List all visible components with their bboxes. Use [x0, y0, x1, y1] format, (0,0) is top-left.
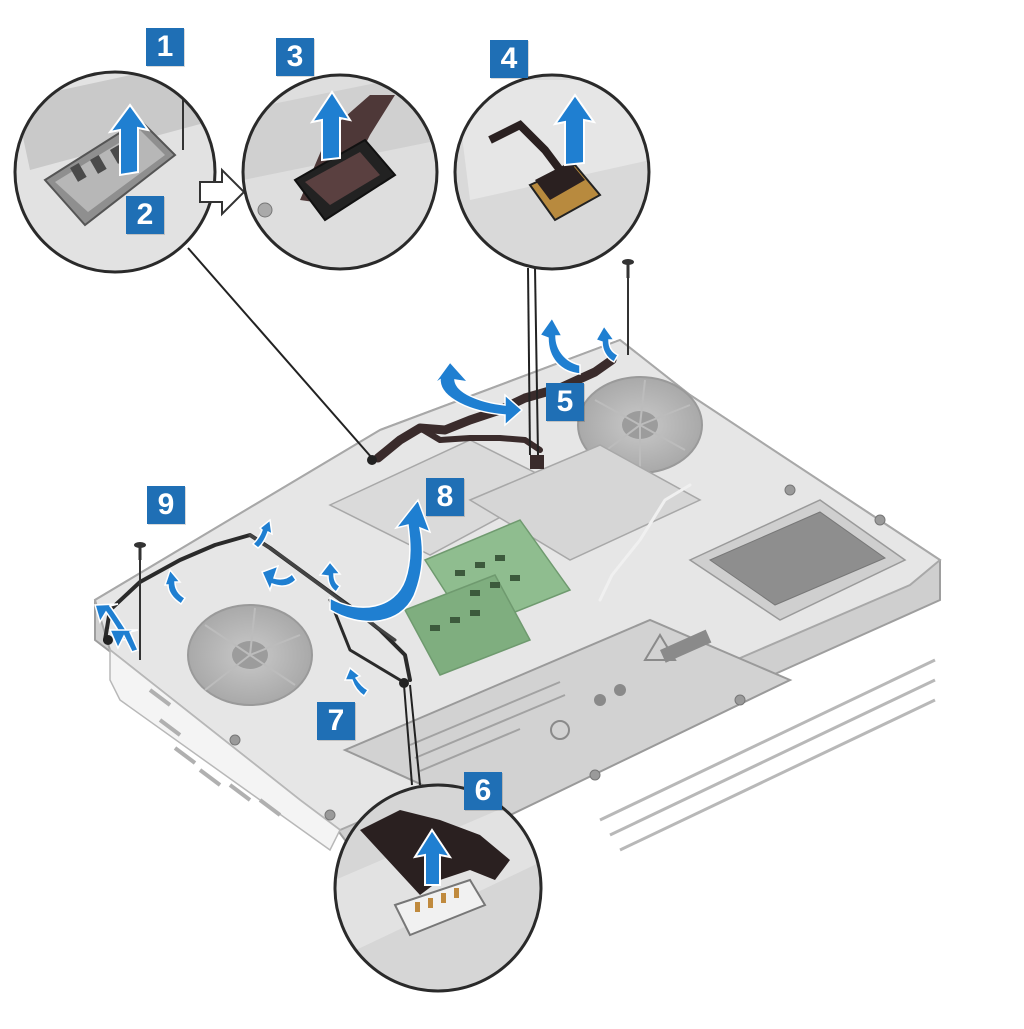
step-badge-4: 4 — [490, 40, 528, 78]
laptop-chassis — [93, 338, 942, 862]
screw-icon — [134, 542, 146, 660]
detail-view-1 — [13, 70, 217, 274]
rear-vents — [148, 688, 282, 817]
step-badge-9: 9 — [147, 486, 185, 524]
hollow-right-arrow-icon — [199, 167, 246, 217]
leader-lines — [187, 247, 539, 786]
display-cable — [373, 355, 617, 463]
storage-drive — [688, 499, 907, 621]
step-badge-7: 7 — [317, 702, 355, 740]
step-badge-5: 5 — [546, 383, 584, 421]
lift-arrow-icon — [94, 316, 620, 698]
connector-points — [103, 455, 544, 688]
screw-icon — [622, 259, 634, 355]
screw-icon — [229, 484, 886, 821]
detail-view-3 — [241, 73, 439, 271]
chassis-left-side — [109, 648, 341, 852]
detail-view-4 — [453, 73, 651, 271]
detail-view-6 — [333, 783, 543, 993]
front-edge-lines — [599, 658, 936, 852]
step-badge-8: 8 — [426, 478, 464, 516]
step-badge-3: 3 — [276, 38, 314, 76]
memory-modules — [403, 519, 572, 676]
fan-icon — [187, 604, 313, 706]
step-badge-6: 6 — [464, 772, 502, 810]
step-badge-1: 1 — [146, 28, 184, 66]
fan-icon — [577, 376, 703, 474]
step-badge-2: 2 — [126, 196, 164, 234]
